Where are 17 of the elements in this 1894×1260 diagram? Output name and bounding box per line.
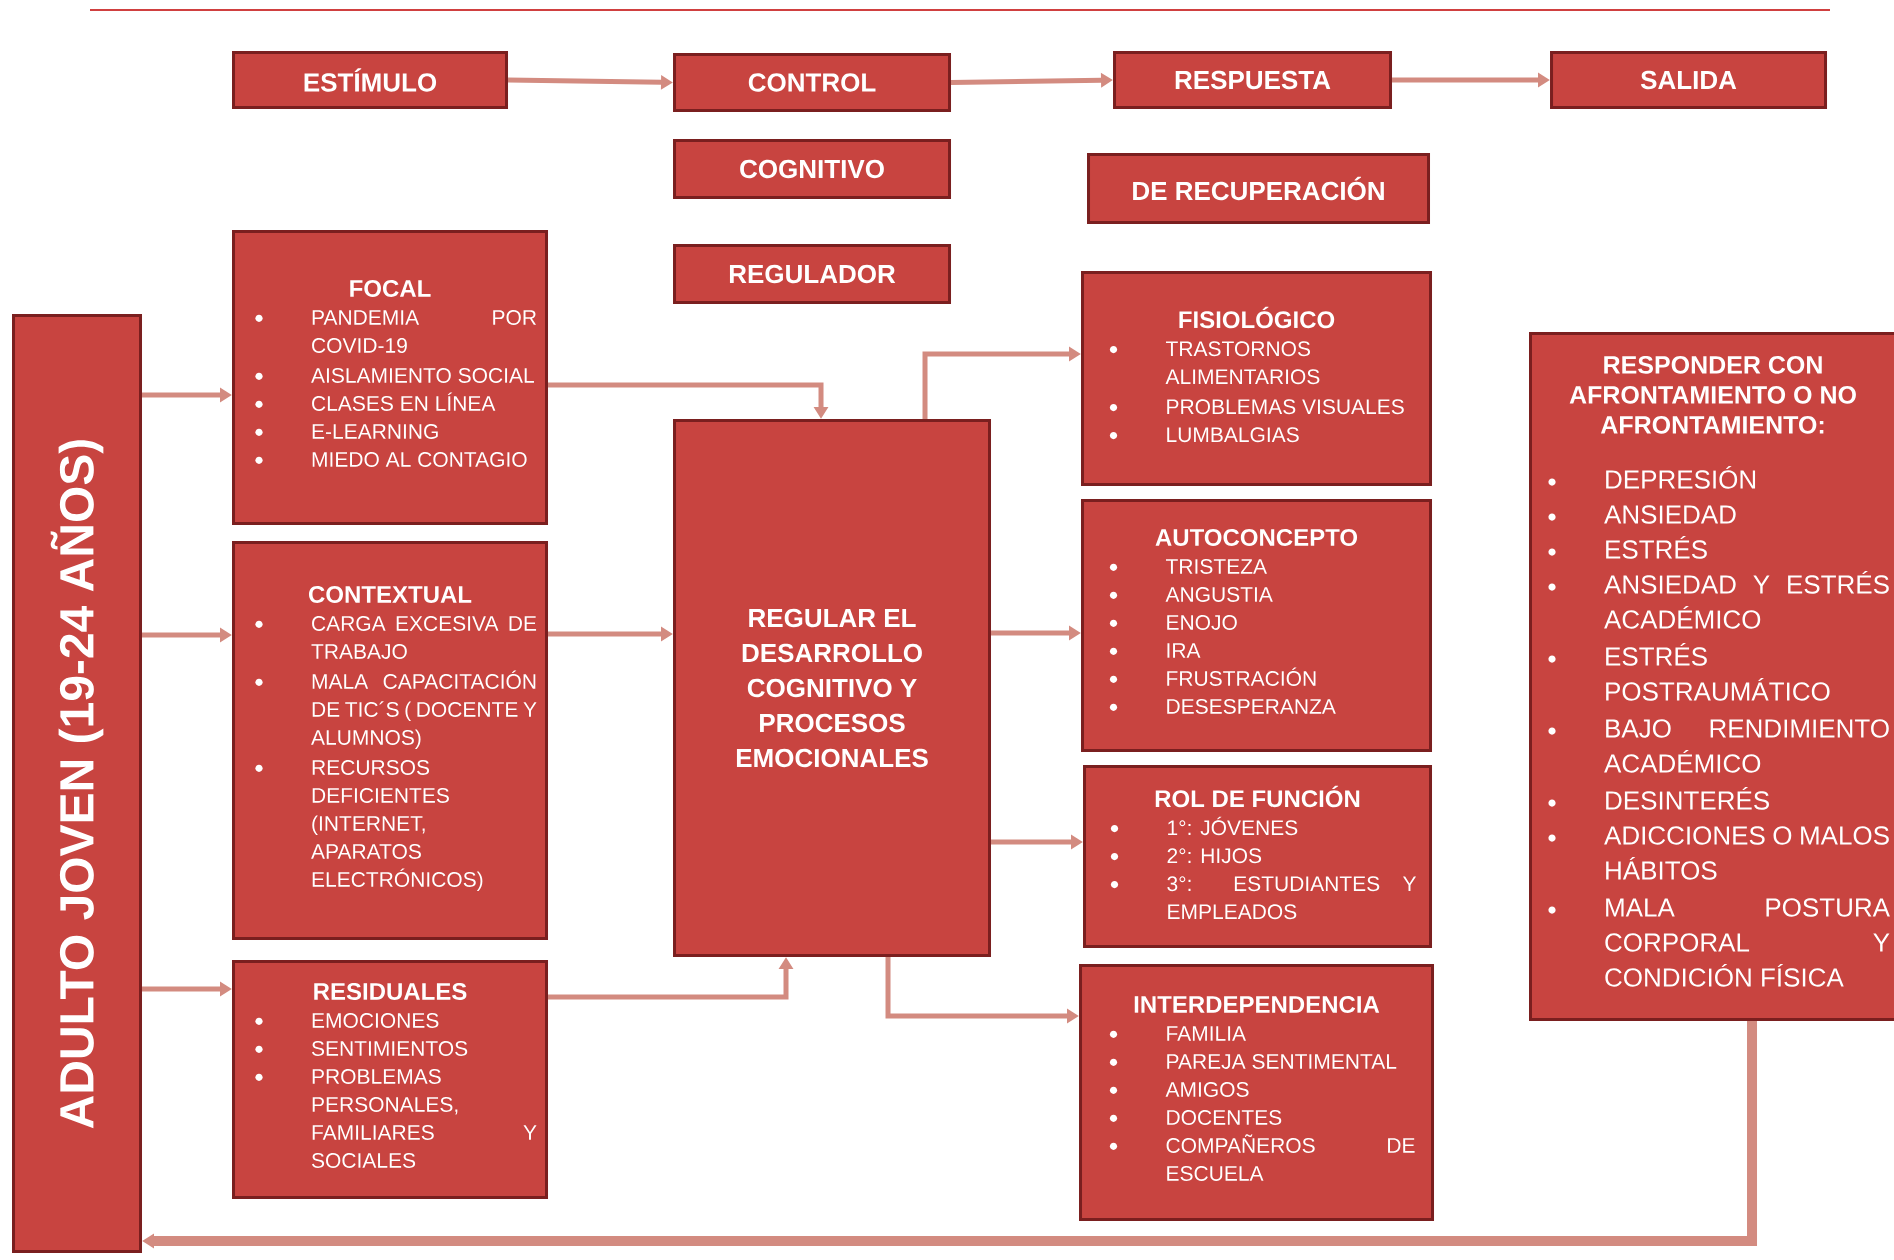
process-box: REGULAR EL DESARROLLO COGNITIVO Y PROCESOS EMOCIONALES [673,419,991,957]
factor-box: CONTEXTUAL CARGA EXCESIVA DE TRABAJO MALA CAPACITACIÓN DE TIC´S ( DOCENTE Y ALUMNOS) RECURSOS DEFICIENTES (INTERNET, APARATOS ELECTRÓNICOS) [232,541,548,940]
stage-box: SALIDA [1550,51,1827,109]
stage-box: ESTÍMULO [232,51,508,109]
factor-box: FOCAL PANDEMIA POR COVID-19 AISLAMIENTO SOCIAL CLASES EN LÍNEA E-LEARNING MIEDO AL CONTAGIO [232,230,548,525]
mode-box: FISIOLÓGICO TRASTORNOS ALIMENTARIOS PROBLEMAS VISUALES LUMBALGIAS [1081,271,1432,486]
stage-box: REGULADOR [673,244,951,304]
stage-box: DE RECUPERACIÓN [1087,153,1430,224]
mode-box: ROL DE FUNCIÓN 1°: JÓVENES 2°: HIJOS 3°: ESTUDIANTES Y EMPLEADOS [1083,765,1432,948]
mode-box: INTERDEPENDENCIA FAMILIA PAREJA SENTIMENTAL AMIGOS DOCENTES COMPAÑEROS DE ESCUELA [1079,964,1434,1221]
stage-box: CONTROL [673,53,951,112]
stage-box: COGNITIVO [673,139,951,199]
factor-box: RESIDUALES EMOCIONES SENTIMIENTOS PROBLEMAS PERSONALES, FAMILIARES Y SOCIALES [232,960,548,1199]
age-group-band: ADULTO JOVEN (19-24 AÑOS) [12,314,142,1253]
mode-box: AUTOCONCEPTO TRISTEZA ANGUSTIA ENOJO IRA FRUSTRACIÓN DESESPERANZA [1081,499,1432,752]
outcome-box: RESPONDER CON AFRONTAMIENTO O NO AFRONTAMIENTO: DEPRESIÓN ANSIEDAD ESTRÉS ANSIEDAD Y ESTRÉS ACADÉMICO ESTRÉS POSTRAUMÁTICO BAJO RENDIMIENTO ACADÉMICO DESINTERÉS ADICCIONES O MALOS HÁBITOS MALA POSTURA CORPORAL Y CONDICIÓN FÍSICA [1529,332,1894,1021]
stage-box: RESPUESTA [1113,51,1392,109]
